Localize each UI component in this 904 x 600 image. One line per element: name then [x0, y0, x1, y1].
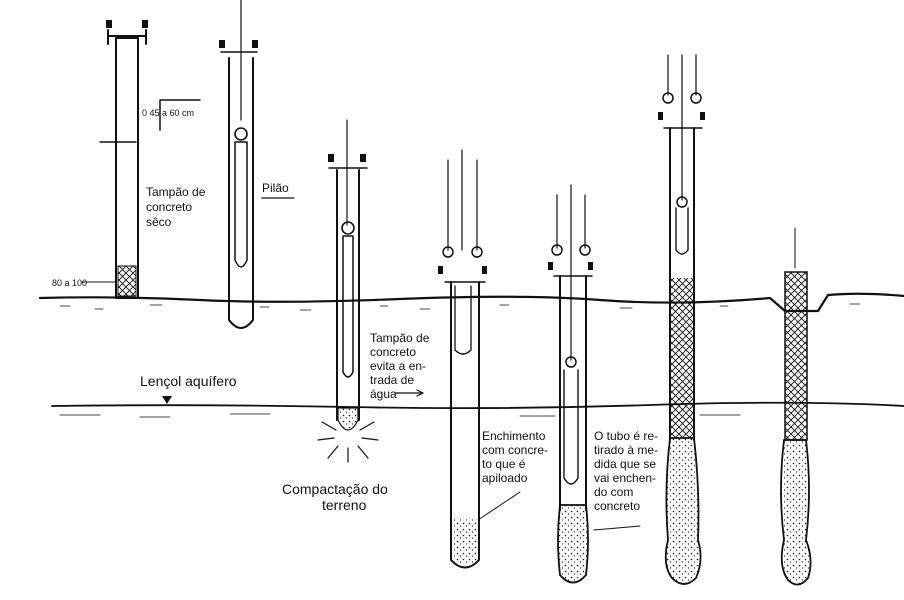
svg-text:dida que se: dida que se	[594, 457, 656, 471]
svg-text:Tampão de: Tampão de	[370, 331, 430, 345]
svg-text:O tubo é re-: O tubo é re-	[594, 429, 658, 443]
svg-text:concreto: concreto	[594, 499, 640, 513]
svg-text:Tampão de: Tampão de	[146, 185, 206, 199]
water-table-marker	[162, 396, 172, 404]
svg-text:Compactação do: Compactação do	[282, 481, 388, 497]
compaction-label: Compactação do terreno	[282, 481, 388, 513]
withdrawal-label: O tubo é re- tirado à me- dida que se va…	[594, 429, 658, 513]
ground-texture	[59, 303, 861, 311]
svg-text:concreto: concreto	[370, 345, 416, 359]
stage-3-tube	[317, 119, 424, 463]
hammer-label: Pilão	[262, 181, 289, 195]
svg-text:to que é: to que é	[482, 457, 526, 471]
svg-text:água: água	[370, 387, 397, 401]
diameter-label: 0 45 a 60 cm	[142, 108, 194, 118]
svg-text:do com: do com	[594, 485, 633, 499]
svg-text:com concre-: com concre-	[482, 443, 548, 457]
svg-text:evita a en-: evita a en-	[370, 359, 426, 373]
svg-text:terreno: terreno	[322, 497, 367, 513]
ground-line	[38, 292, 904, 313]
svg-text:trada de: trada de	[370, 373, 414, 387]
base-size-label: 80 a 100	[52, 278, 87, 288]
water-table-line	[51, 401, 904, 410]
svg-text:sêco: sêco	[146, 215, 172, 229]
stage-6-tube	[658, 54, 705, 585]
stage-5-tube	[548, 184, 641, 584]
compaction-rays	[317, 421, 379, 463]
stage-4-tube	[438, 149, 521, 569]
svg-text:concreto: concreto	[146, 200, 192, 214]
svg-text:apiloado: apiloado	[482, 471, 528, 485]
plug-water-label: Tampão de concreto evita a en- trada de …	[370, 331, 430, 401]
svg-text:tirado à me-: tirado à me-	[594, 443, 658, 457]
stage-1-tube	[81, 20, 201, 299]
plug-dry-label: Tampão de concreto sêco	[146, 185, 206, 229]
filling-label: Enchimento com concre- to que é apiloado	[482, 429, 548, 485]
water-table-line-lower	[59, 413, 741, 418]
stage-7-pile	[780, 227, 812, 586]
water-table-label: Lençol aquífero	[140, 373, 237, 389]
stage-2-tube	[219, 0, 295, 329]
svg-text:Enchimento: Enchimento	[482, 429, 546, 443]
svg-text:vai enchen-: vai enchen-	[594, 471, 656, 485]
